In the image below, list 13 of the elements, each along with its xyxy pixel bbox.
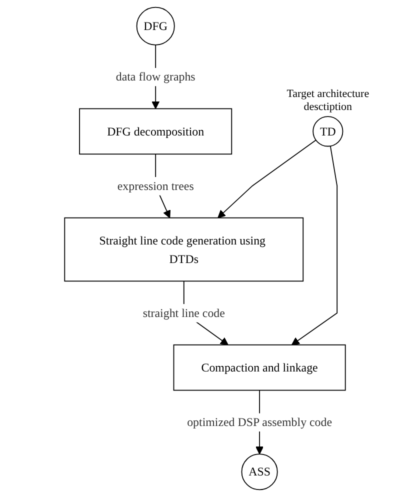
edge-label: expression trees bbox=[117, 178, 194, 193]
edge-label: straight line code bbox=[142, 306, 225, 320]
arrow bbox=[218, 140, 316, 218]
arrow bbox=[291, 146, 338, 346]
node-box: DFG decomposition bbox=[79, 108, 232, 155]
edge-label: data flow graphs bbox=[116, 70, 196, 84]
edge-label: optimized DSP assembly code bbox=[187, 415, 332, 429]
node-box: Compaction and linkage bbox=[173, 344, 346, 391]
node-caption: Target architecture desctiption bbox=[286, 88, 370, 114]
node-circle: TD bbox=[312, 116, 344, 147]
node-box: Straight line code generation using DTDs bbox=[64, 217, 304, 282]
node-circle: DFG bbox=[136, 6, 175, 46]
node-circle: ASS bbox=[241, 454, 278, 490]
